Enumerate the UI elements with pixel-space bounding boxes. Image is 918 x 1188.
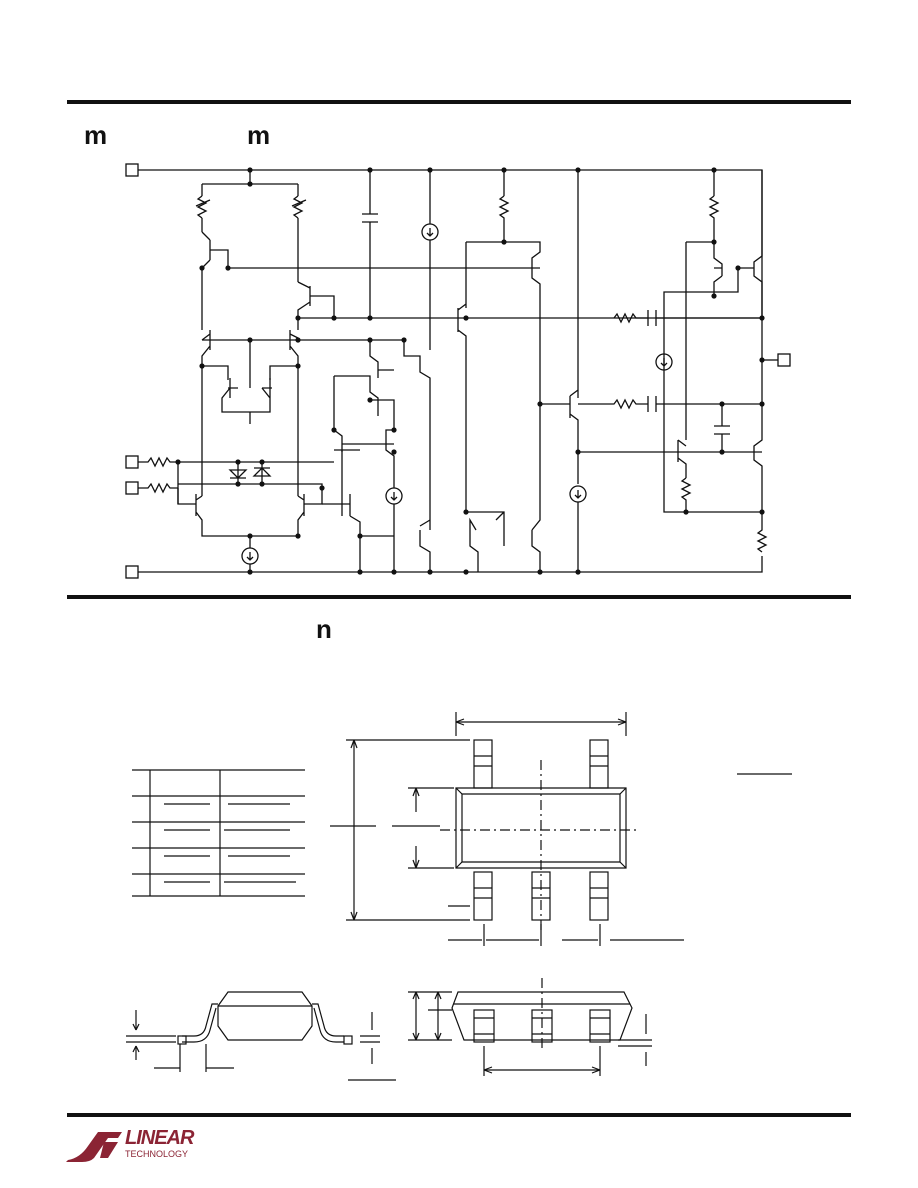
resistor-emitter <box>756 512 768 553</box>
resistor-out-top <box>708 195 720 242</box>
resistor-top-left <box>196 195 208 219</box>
diode-1 <box>228 462 248 484</box>
schematic-diagram <box>125 163 791 579</box>
package-side-view <box>126 991 396 1081</box>
logo-subtitle: TECHNOLOGY <box>125 1149 189 1159</box>
diode-2 <box>252 462 272 484</box>
vminus-rail <box>138 556 763 573</box>
package-section-glyph: n <box>316 614 332 644</box>
package-top-view <box>330 712 792 946</box>
dimension-table <box>132 769 305 897</box>
section-glyph-left: m <box>84 120 108 150</box>
top-rule <box>67 100 851 104</box>
section-glyph-right: m <box>247 120 271 150</box>
middle-rule <box>67 595 851 599</box>
linear-technology-logo <box>66 1132 122 1162</box>
package-end-view <box>408 978 652 1076</box>
resistor-out-bottom <box>680 477 692 512</box>
logo-word: LINEAR <box>125 1127 194 1149</box>
resistor-top-right <box>292 195 304 219</box>
resistor-in-minus <box>138 482 178 494</box>
bottom-rule <box>67 1113 851 1117</box>
resistor-vas <box>498 195 510 242</box>
resistor-in-plus <box>138 456 196 505</box>
